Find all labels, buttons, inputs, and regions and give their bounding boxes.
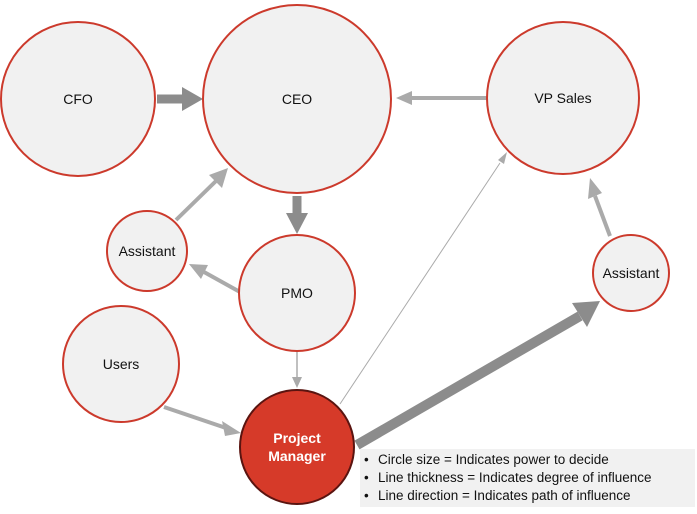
node-project-manager-label-line2: Manager xyxy=(268,448,326,464)
node-cfo: CFO xyxy=(0,21,156,177)
legend-item-text: Circle size = Indicates power to decide xyxy=(378,452,609,467)
node-project-manager: Project Manager xyxy=(239,389,355,505)
arrow-assistant-to-ceo xyxy=(174,179,218,222)
arrow-cfo-to-ceo-head xyxy=(182,87,203,111)
node-assistant-left: Assistant xyxy=(106,210,188,292)
arrow-pmo-to-pm-head xyxy=(292,377,302,388)
node-cfo-label: CFO xyxy=(63,91,93,107)
node-vp-sales-label: VP Sales xyxy=(534,90,591,106)
arrow-users-to-pm xyxy=(163,405,227,430)
arrow-pm-to-assistant-head xyxy=(572,301,600,327)
arrow-assistant-to-vp-head xyxy=(588,178,602,199)
arrow-pmo-to-assistant-head xyxy=(189,264,208,279)
arrow-vp-to-ceo-head xyxy=(396,91,412,105)
legend-item: • Circle size = Indicates power to decide xyxy=(364,451,695,469)
node-project-manager-label-line1: Project xyxy=(273,430,321,446)
arrow-assistant-to-vp xyxy=(593,195,612,237)
arrow-ceo-to-pmo-head xyxy=(286,213,308,234)
node-users-label: Users xyxy=(103,356,140,372)
arrow-assistant-to-ceo-head xyxy=(209,168,228,188)
legend-item-text: Line direction = Indicates path of influ… xyxy=(378,488,631,503)
arrow-pm-to-vp-head xyxy=(498,152,507,164)
bullet-icon: • xyxy=(364,470,369,485)
node-vp-sales: VP Sales xyxy=(486,21,640,175)
arrows xyxy=(157,87,612,450)
arrow-users-to-pm-head xyxy=(222,421,241,436)
arrow-pmo-to-assistant xyxy=(203,270,241,294)
legend: • Circle size = Indicates power to decide… xyxy=(360,449,695,507)
node-ceo: CEO xyxy=(202,4,392,194)
node-assistant-right-label: Assistant xyxy=(603,265,660,281)
legend-item: • Line direction = Indicates path of infl… xyxy=(364,487,695,505)
bullet-icon: • xyxy=(364,452,369,467)
node-ceo-label: CEO xyxy=(282,91,312,107)
node-pmo-label: PMO xyxy=(281,285,313,301)
node-users: Users xyxy=(62,305,180,423)
arrow-pm-to-assistant xyxy=(354,311,583,450)
node-pmo: PMO xyxy=(238,234,356,352)
legend-item: • Line thickness = Indicates degree of in… xyxy=(364,469,695,487)
legend-item-text: Line thickness = Indicates degree of inf… xyxy=(378,470,652,485)
node-assistant-right: Assistant xyxy=(592,234,670,312)
arrow-pm-to-vp xyxy=(339,162,501,405)
bullet-icon: • xyxy=(364,488,369,503)
node-assistant-left-label: Assistant xyxy=(119,243,176,259)
